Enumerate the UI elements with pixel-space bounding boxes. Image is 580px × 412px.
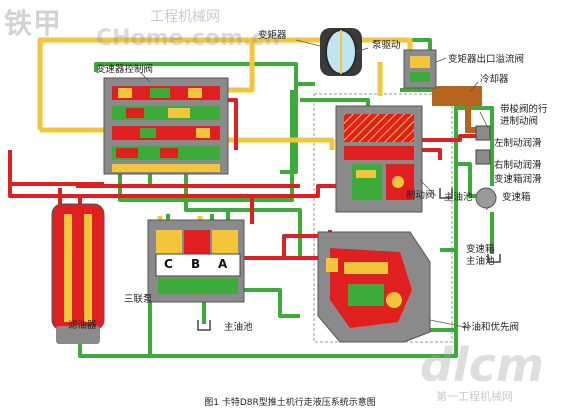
label-shuttle-brake-valve-1: 带梭阀的行 — [500, 104, 548, 115]
label-pump-drive: 泵驱动 — [372, 40, 401, 51]
pump-section-b: B — [191, 257, 201, 271]
torque-converter — [320, 28, 362, 76]
label-transmission-main-tank-2: 主油池 — [466, 256, 495, 267]
pump-section-c: C — [164, 257, 173, 271]
label-transmission-control-valve: 变速器控制阀 — [96, 64, 154, 75]
brake-valve-body — [335, 105, 423, 213]
filter-body — [51, 203, 105, 344]
label-right-brake-lube: 右制动润滑 — [494, 160, 542, 171]
transmission-control-valve — [103, 77, 229, 175]
watermark-site: 工程机械网 — [150, 9, 220, 25]
left-brake-lube-port — [475, 125, 491, 141]
label-main-tank: 主油池 — [224, 322, 253, 333]
transmission-sump — [475, 187, 497, 209]
watermark-url: CHome.com.cn — [96, 26, 281, 51]
outlet-relief-valve — [403, 49, 437, 89]
watermark-logo: 铁甲 — [4, 7, 63, 40]
label-transmission-main-tank-1: 变速箱 — [466, 244, 495, 255]
label-left-brake-lube: 左制动润滑 — [494, 138, 542, 149]
pump-section-a: A — [218, 257, 228, 271]
label-cooler: 冷却器 — [480, 74, 509, 85]
label-outlet-relief-valve: 变矩器出口溢流阀 — [448, 54, 525, 65]
watermark-brand: dlcm — [420, 338, 544, 392]
label-shuttle-brake-valve-2: 进制动阀 — [500, 116, 539, 127]
tank-symbols — [197, 188, 501, 331]
watermark-brand-sub: 第一工程机械网 — [436, 390, 513, 403]
label-filter: 滤油器 — [68, 320, 97, 331]
label-transmission: 变速箱 — [502, 192, 531, 203]
leader-lines — [139, 39, 491, 329]
label-transmission-lube: 变速箱润滑 — [494, 174, 542, 185]
label-makeup-priority-valve: 补油和优先阀 — [462, 322, 520, 333]
right-brake-lube-port — [475, 149, 491, 165]
priority-valve-body — [317, 231, 431, 343]
cooler-outlet — [465, 106, 476, 133]
label-small-main-tank: 主油池 — [444, 192, 473, 203]
cooler — [432, 86, 482, 106]
label-triple-pump: 三联泵 — [124, 294, 153, 305]
triple-pump-body — [147, 219, 245, 303]
label-torque-converter: 变矩器 — [258, 30, 287, 41]
figure-caption: 图1 卡特D8R型推土机行走液压系统示意图 — [204, 398, 376, 408]
label-brake-valve: 制动阀 — [406, 190, 435, 201]
